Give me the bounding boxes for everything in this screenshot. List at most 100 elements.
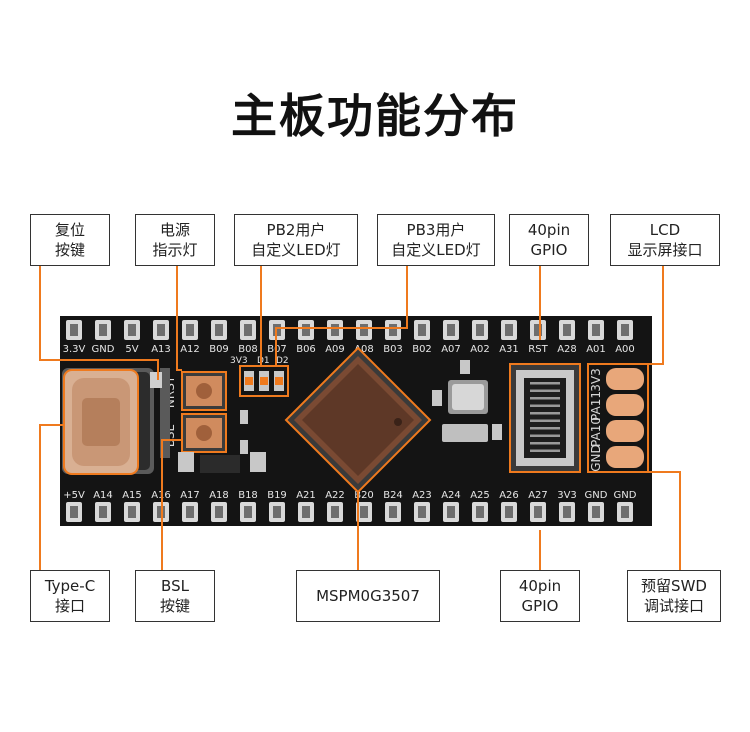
callout-pb2-led: PB2用户自定义LED灯 [234,214,358,266]
swd-label-3v3: 3V3 [589,368,603,391]
top-pin [182,320,198,340]
top-pin-label: A08 [354,344,374,355]
bottom-pin [327,502,343,522]
bottom-pin-label: A27 [528,490,548,501]
top-pin-label: A09 [325,344,345,355]
top-pin [414,320,430,340]
bottom-pin [66,502,82,522]
bottom-pin [356,502,372,522]
top-pin-label: A01 [586,344,606,355]
top-pin-label: A00 [615,344,635,355]
top-pin [153,320,169,340]
top-pin-label: A28 [557,344,577,355]
bottom-pin-label: A23 [412,490,432,501]
bottom-pin [530,502,546,522]
top-pin-label: B08 [238,344,258,355]
type-c-connector [62,368,154,475]
led-group [239,365,289,397]
nrst-button [181,371,227,411]
bottom-pin-label: B19 [267,490,287,501]
top-pin-label: A07 [441,344,461,355]
bottom-header-pins [66,502,633,522]
bottom-pin-label: B24 [383,490,403,501]
swd-pads [587,363,649,473]
swd-label-gnd: GND [589,444,603,472]
top-pin [530,320,546,340]
top-pin [66,320,82,340]
bottom-pin-label: GND [614,490,637,501]
top-pin-label: RST [528,344,548,355]
callout-lines [39,265,681,570]
callout-power-led: 电源指示灯 [135,214,215,266]
bottom-pin-label: B20 [354,490,374,501]
bottom-pin [124,502,140,522]
led-label-3v3: 3V3 [230,356,248,366]
bottom-pin-label: A26 [499,490,519,501]
top-pin [298,320,314,340]
page-title: 主板功能分布 [231,89,519,143]
led-label-d1: D1 [257,356,270,366]
top-pin [501,320,517,340]
top-pin [617,320,633,340]
top-pin [385,320,401,340]
top-pin [327,320,343,340]
top-pin [443,320,459,340]
bottom-pin [95,502,111,522]
top-pin-label: GND [92,344,115,355]
mcu-chip [284,346,432,494]
swd-label-pa10: PA10 [589,417,603,447]
bottom-pin [211,502,227,522]
bottom-pin [501,502,517,522]
top-pin-label: B02 [412,344,432,355]
bottom-pin [298,502,314,522]
swd-label-pa11: PA11 [589,391,603,421]
bottom-pin-label: A24 [441,490,461,501]
bottom-pin [617,502,633,522]
bottom-pin-label: A21 [296,490,316,501]
led-label-d2: D2 [276,356,289,366]
top-pin-label: A31 [499,344,519,355]
bottom-pin [182,502,198,522]
bottom-pin [559,502,575,522]
callout-pb3-led: PB3用户自定义LED灯 [377,214,495,266]
bottom-pin-label: A14 [93,490,113,501]
bottom-pin [443,502,459,522]
bottom-pin [385,502,401,522]
bottom-pin [269,502,285,522]
callout-reset-button: 复位按键 [30,214,110,266]
bottom-pin [588,502,604,522]
top-pin [356,320,372,340]
top-pin [240,320,256,340]
top-pin [211,320,227,340]
bottom-pin-label: B18 [238,490,258,501]
top-pin-label: 3.3V [63,344,86,355]
callout-mcu: MSPM0G3507 [296,570,440,622]
bottom-pin-label: GND [585,490,608,501]
bsl-button [181,413,227,453]
top-pin-label: A13 [151,344,171,355]
bottom-pin [414,502,430,522]
top-pin-label: B09 [209,344,229,355]
bottom-pin [472,502,488,522]
top-pin-label: A02 [470,344,490,355]
top-pin [559,320,575,340]
top-pin [124,320,140,340]
bottom-pin-label: A15 [122,490,142,501]
top-pin-label: A12 [180,344,200,355]
bottom-pin-label: A18 [209,490,229,501]
top-pin-label: B06 [296,344,316,355]
top-pin [95,320,111,340]
top-pin-label: 5V [125,344,138,355]
bottom-pin-label: 3V3 [557,490,577,501]
bottom-pin-label: +5V [63,490,85,501]
top-pin-label: B03 [383,344,403,355]
